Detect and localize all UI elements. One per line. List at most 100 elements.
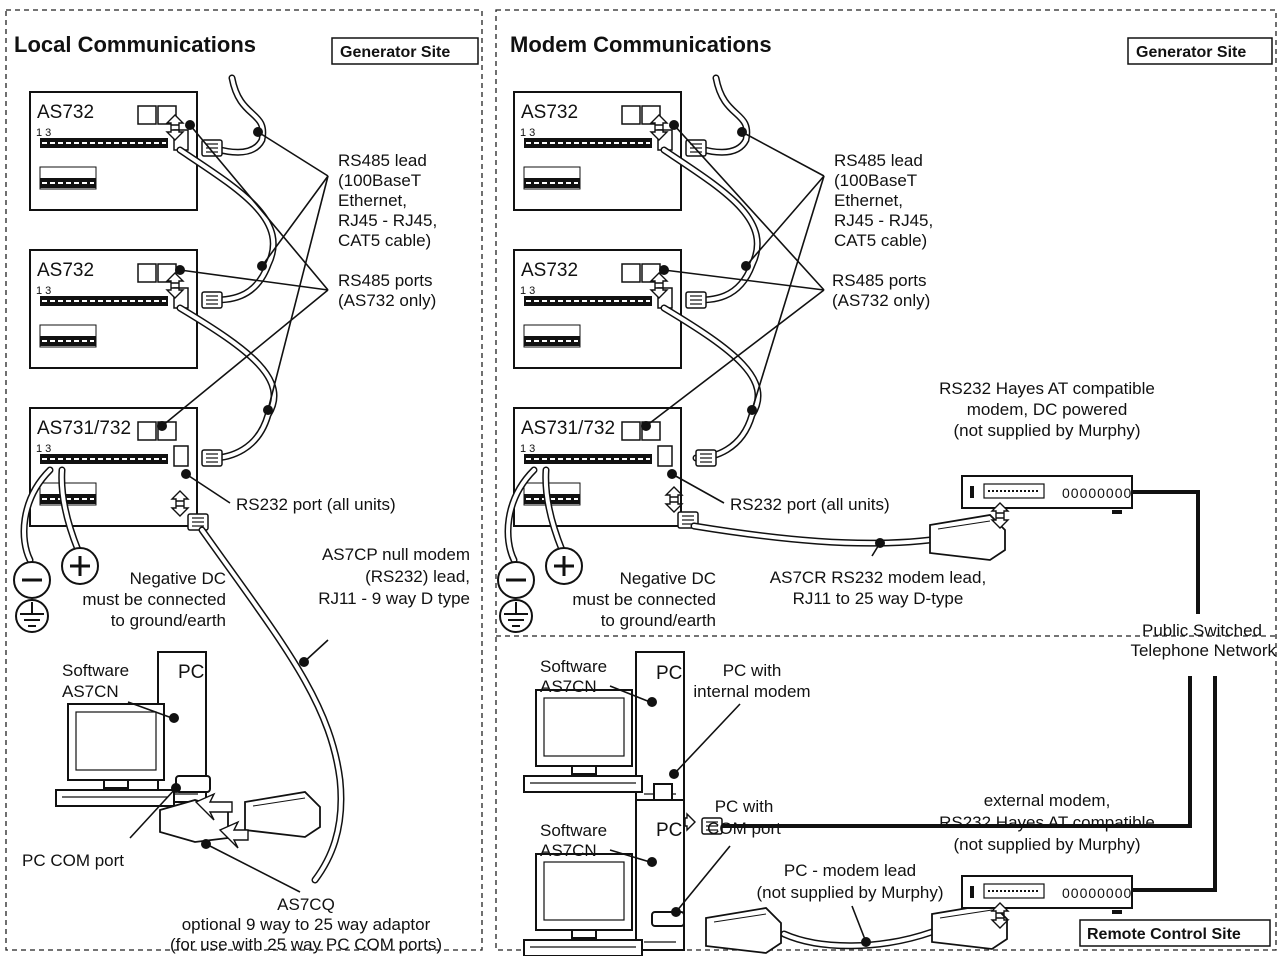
svg-text:AS7CN: AS7CN — [62, 682, 119, 701]
rj45-plug — [685, 291, 707, 309]
terminal-numbers: 1 3 — [36, 285, 51, 297]
null-modem-label: AS7CP null modem (RS232) lead, RJ11 - 9 … — [318, 545, 470, 608]
software-label: Software AS7CN — [540, 821, 607, 860]
svg-text:must be connected: must be connected — [82, 590, 226, 609]
svg-text:(RS232) lead,: (RS232) lead, — [365, 567, 470, 586]
terminal-numbers: 1 3 — [36, 127, 51, 139]
adaptor-label: AS7CQ optional 9 way to 25 way adaptor (… — [170, 895, 442, 954]
svg-text:must be connected: must be connected — [572, 590, 716, 609]
modem-lights: 00000000 — [1062, 485, 1132, 501]
svg-text:PC - modem lead: PC - modem lead — [784, 861, 916, 880]
svg-text:RJ45 - RJ45,: RJ45 - RJ45, — [834, 211, 933, 230]
d-type-plug — [244, 791, 321, 838]
svg-text:RS232 Hayes AT compatible: RS232 Hayes AT compatible — [939, 813, 1155, 832]
svg-text:AS7CR RS232 modem lead,: AS7CR RS232 modem lead, — [770, 568, 986, 587]
as732-b-label: AS732 — [521, 260, 578, 281]
svg-text:to ground/earth: to ground/earth — [601, 611, 716, 630]
pc-label: PC — [656, 820, 682, 841]
external-modem-label: external modem, RS232 Hayes AT compatibl… — [939, 791, 1155, 854]
rj45-plug — [201, 291, 223, 309]
as731-label: AS731/732 — [521, 418, 615, 439]
svg-text:CAT5 cable): CAT5 cable) — [338, 231, 431, 250]
rs232-modem-label: RS232 Hayes AT compatible modem, DC powe… — [939, 379, 1155, 440]
terminal-numbers: 1 3 — [520, 285, 535, 297]
rs232-port-label: RS232 port (all units) — [236, 495, 396, 514]
as732-a-label: AS732 — [37, 102, 94, 123]
svg-text:Negative DC: Negative DC — [130, 569, 226, 588]
svg-text:Software: Software — [62, 661, 129, 680]
rs485-lead-label: RS485 lead (100BaseT Ethernet, RJ45 - RJ… — [338, 151, 437, 250]
svg-text:(100BaseT: (100BaseT — [338, 171, 421, 190]
svg-text:(for use with 25 way PC COM po: (for use with 25 way PC COM ports) — [170, 935, 442, 954]
monitor-icon — [523, 689, 643, 793]
ground-icon — [15, 599, 49, 633]
rs485-ports-label: RS485 ports (AS732 only) — [832, 271, 930, 310]
svg-text:RS485 ports: RS485 ports — [832, 271, 927, 290]
modem-title: Modem Communications — [510, 32, 772, 57]
modem-lead-label: AS7CR RS232 modem lead, RJ11 to 25 way D… — [770, 568, 986, 608]
remote-site-label: Remote Control Site — [1087, 926, 1241, 943]
svg-text:PC with: PC with — [715, 797, 774, 816]
pc-label: PC — [656, 663, 682, 684]
negative-dc-label: Negative DC must be connected to ground/… — [82, 569, 226, 630]
rs232-port-label: RS232 port (all units) — [730, 495, 890, 514]
pc-modem-lead-label: PC - modem lead (not supplied by Murphy) — [756, 861, 943, 902]
svg-text:Telephone Network: Telephone Network — [1130, 641, 1276, 660]
svg-text:AS7CQ: AS7CQ — [277, 895, 335, 914]
local-title: Local Communications — [14, 32, 256, 57]
svg-text:AS7CP null modem: AS7CP null modem — [322, 545, 470, 564]
terminal-numbers: 1 3 — [520, 443, 535, 455]
rj45-plug — [201, 449, 223, 467]
svg-text:(AS732 only): (AS732 only) — [338, 291, 436, 310]
terminal-numbers: 1 3 — [520, 127, 535, 139]
svg-text:Ethernet,: Ethernet, — [338, 191, 407, 210]
d-type-plug — [705, 907, 782, 954]
pc-com-port-label: PC COM port — [22, 851, 124, 870]
svg-text:AS7CN: AS7CN — [540, 841, 597, 860]
svg-text:RJ11 - 9 way D type: RJ11 - 9 way D type — [318, 589, 470, 608]
svg-text:Software: Software — [540, 657, 607, 676]
svg-text:(AS732 only): (AS732 only) — [832, 291, 930, 310]
as732-b-label: AS732 — [37, 260, 94, 281]
svg-text:(not supplied by Murphy): (not supplied by Murphy) — [756, 883, 943, 902]
svg-text:to ground/earth: to ground/earth — [111, 611, 226, 630]
svg-text:Negative DC: Negative DC — [620, 569, 716, 588]
rj11-plug — [187, 513, 209, 531]
terminal-numbers: 1 3 — [36, 443, 51, 455]
svg-text:(not supplied by Murphy): (not supplied by Murphy) — [953, 421, 1140, 440]
as731-label: AS731/732 — [37, 418, 131, 439]
svg-text:optional 9 way to 25 way adapt: optional 9 way to 25 way adaptor — [182, 915, 431, 934]
svg-text:RS232 Hayes AT compatible: RS232 Hayes AT compatible — [939, 379, 1155, 398]
svg-text:Ethernet,: Ethernet, — [834, 191, 903, 210]
svg-text:AS7CN: AS7CN — [540, 677, 597, 696]
svg-text:(100BaseT: (100BaseT — [834, 171, 917, 190]
svg-text:RS485 ports: RS485 ports — [338, 271, 433, 290]
svg-text:COM port: COM port — [707, 819, 781, 838]
pc-com-label: PC with COM port — [707, 797, 781, 838]
ground-icon — [499, 599, 533, 633]
svg-text:internal modem: internal modem — [693, 682, 810, 701]
svg-text:Public Switched: Public Switched — [1142, 621, 1262, 640]
as732-a-label: AS732 — [521, 102, 578, 123]
local-panel: Local Communications Generator Site AS73… — [5, 9, 483, 954]
modem-lights: 00000000 — [1062, 885, 1132, 901]
software-label: Software AS7CN — [540, 657, 607, 696]
svg-text:RS485 lead: RS485 lead — [834, 151, 923, 170]
monitor-icon — [55, 703, 175, 807]
rj45-plug — [695, 449, 717, 467]
pstn-label: Public Switched Telephone Network — [1130, 621, 1276, 660]
svg-text:external modem,: external modem, — [984, 791, 1111, 810]
svg-text:PC with: PC with — [723, 661, 782, 680]
modem-panel: Modem Communications Generator Site AS73… — [495, 9, 1277, 956]
software-label: Software AS7CN — [62, 661, 129, 701]
svg-text:(not supplied by Murphy): (not supplied by Murphy) — [953, 835, 1140, 854]
modem-site-label: Generator Site — [1136, 44, 1246, 61]
monitor-icon — [523, 853, 643, 956]
pc-internal-modem-label: PC with internal modem — [693, 661, 810, 701]
rs485-lead-label: RS485 lead (100BaseT Ethernet, RJ45 - RJ… — [834, 151, 933, 250]
svg-text:RJ45 - RJ45,: RJ45 - RJ45, — [338, 211, 437, 230]
svg-text:CAT5 cable): CAT5 cable) — [834, 231, 927, 250]
svg-text:RS485 lead: RS485 lead — [338, 151, 427, 170]
svg-text:modem, DC powered: modem, DC powered — [967, 400, 1128, 419]
